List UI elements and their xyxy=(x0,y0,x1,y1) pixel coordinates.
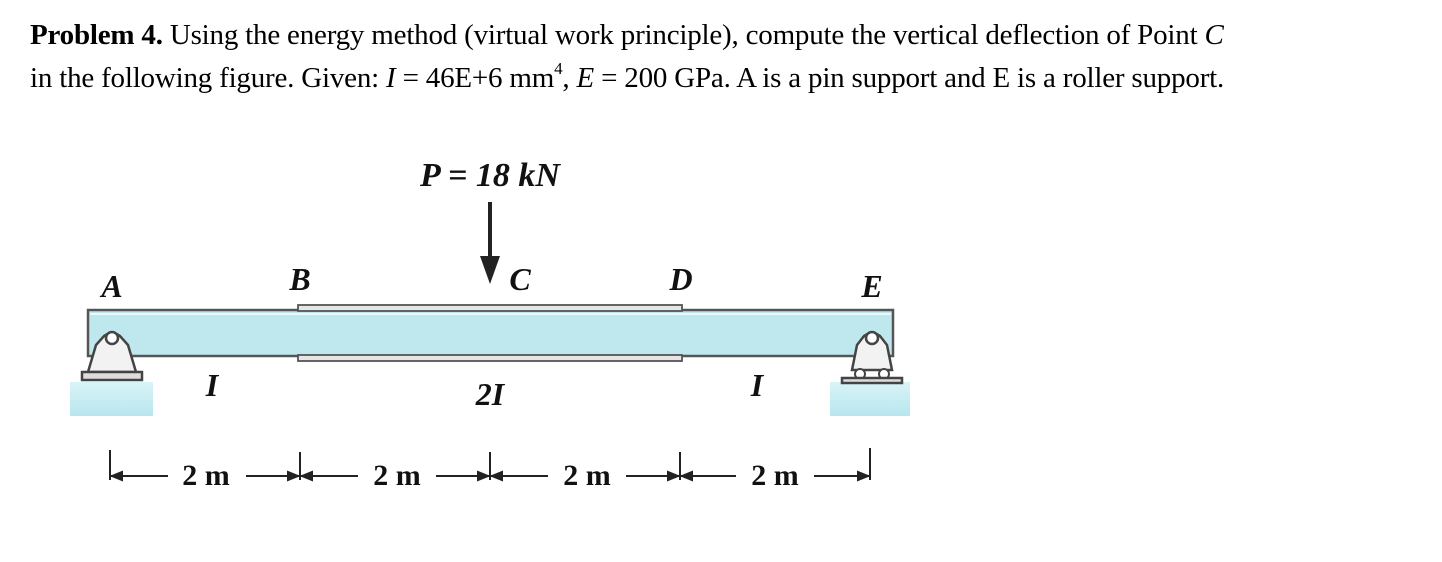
dim-arrowhead xyxy=(477,470,491,482)
dim-arrowhead xyxy=(109,470,123,482)
segment-de-inertia: I xyxy=(750,367,765,403)
segment-bd-inertia: 2I xyxy=(475,376,506,412)
inertia-value: = 46E+6 mm xyxy=(395,62,555,94)
dim-label-cd: 2 m xyxy=(563,459,611,492)
segment-ab-inertia: I xyxy=(205,367,220,403)
dim-arrowhead xyxy=(299,470,313,482)
flange-bottom xyxy=(297,354,683,362)
point-c-label: C xyxy=(509,261,531,297)
modulus-symbol: E xyxy=(576,62,595,94)
dim-label-de: 2 m xyxy=(751,459,799,492)
ground-left xyxy=(70,382,153,416)
modulus-value: = 200 GPa. xyxy=(594,62,731,94)
point-a-label: A xyxy=(99,268,122,304)
load-label: P = 18 kN xyxy=(419,157,561,194)
problem-line-2: in the following figure. Given: I = 46E+… xyxy=(30,59,1225,94)
point-e-label: E xyxy=(860,268,882,304)
problem-line2-lead: in the following figure. Given: xyxy=(30,62,379,94)
pin-support-a xyxy=(80,330,144,382)
flange-top xyxy=(297,304,683,312)
problem-line-1: Problem 4. Using the energy method (virt… xyxy=(30,14,1430,57)
problem-line1-text: Using the energy method (virtual work pr… xyxy=(169,19,1198,51)
dim-arrowhead xyxy=(287,470,301,482)
problem-label: Problem 4. xyxy=(30,19,163,51)
support-note: A is a pin support and E is a roller sup… xyxy=(736,62,1225,94)
load-arrow xyxy=(480,202,500,284)
roller-support-e xyxy=(840,330,904,385)
beam xyxy=(86,304,895,362)
dim-arrowhead xyxy=(489,470,503,482)
dim-label-ab: 2 m xyxy=(182,459,230,492)
inertia-exponent: 4 xyxy=(554,59,563,79)
inertia-symbol: I xyxy=(386,62,396,94)
dimension-line xyxy=(109,448,871,482)
ground-right xyxy=(830,382,910,416)
dim-arrowhead xyxy=(679,470,693,482)
dim-label-bc: 2 m xyxy=(373,459,421,492)
dim-arrowhead xyxy=(857,470,871,482)
dim-arrowhead xyxy=(667,470,681,482)
problem-point-c: C xyxy=(1204,19,1224,51)
point-d-label: D xyxy=(668,261,692,297)
point-b-label: B xyxy=(288,261,310,297)
problem-statement: Problem 4. Using the energy method (virt… xyxy=(30,14,1430,100)
